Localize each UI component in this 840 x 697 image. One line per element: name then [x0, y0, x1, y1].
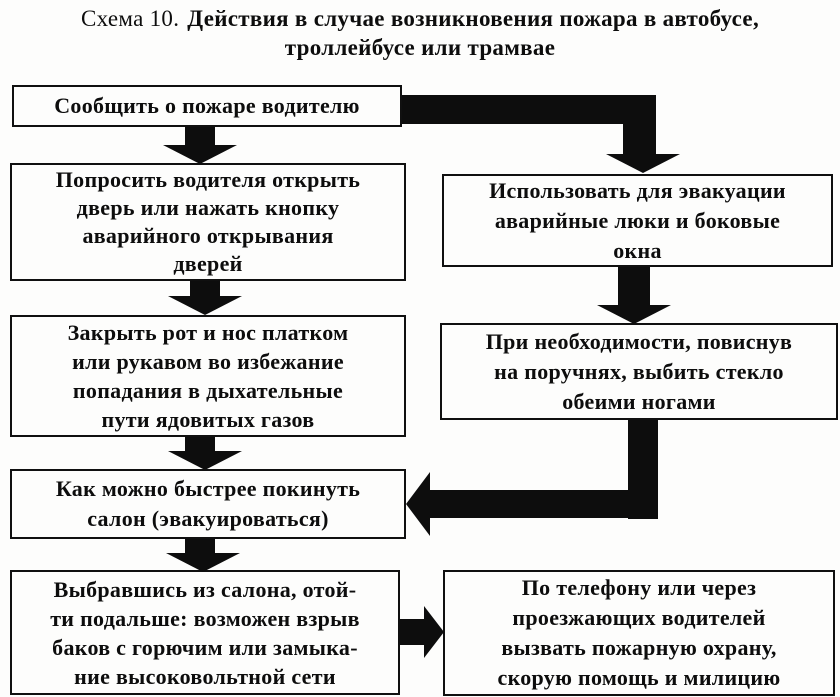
arrow-down-head-icon — [166, 553, 240, 572]
flow-box-ask-driver-label: Попросить водителя открыть дверь или наж… — [55, 167, 361, 276]
arrow-stem — [190, 281, 220, 297]
title-line-1: Схема 10. Действия в случае возникновения… — [81, 6, 759, 31]
flow-box-move-away: Выбравшись из салона, отой- ти подальше:… — [10, 570, 400, 695]
arrow-down-head-icon — [606, 154, 680, 173]
arrow-down-head-icon — [597, 305, 671, 324]
arrow-down-head-icon — [168, 296, 242, 315]
flow-box-report-fire: Сообщить о пожаре водителю — [12, 85, 402, 127]
arrow-left-head-icon — [406, 472, 430, 536]
flow-box-leave-cabin: Как можно быстрее покинуть салон (эвакуи… — [10, 469, 406, 539]
flow-box-move-away-label: Выбравшись из салона, отой- ти подальше:… — [50, 576, 360, 689]
arrow-horizontal-bar — [430, 490, 658, 518]
flow-box-break-glass: При необходимости, повиснув на поручнях,… — [440, 323, 838, 420]
arrow-down-head-icon — [163, 145, 237, 164]
diagram-title: Схема 10. Действия в случае возникновения… — [0, 4, 840, 62]
flow-box-use-hatches: Использовать для эвакуации аварийные люк… — [442, 174, 833, 267]
title-line-2: троллейбусе или трамвае — [284, 35, 556, 60]
flow-box-use-hatches-label: Использовать для эвакуации аварийные люк… — [489, 177, 786, 263]
arrow-stem — [185, 539, 215, 554]
flow-box-call-help-label: По телефону или через проезжающих водите… — [497, 575, 781, 690]
arrow-stem — [185, 127, 215, 145]
flow-box-break-glass-label: При необходимости, повиснув на поручнях,… — [485, 328, 793, 414]
flow-box-cover-mouth-label: Закрыть рот и нос платком или рукавом во… — [67, 320, 349, 432]
flow-box-call-help: По телефону или через проезжающих водите… — [443, 570, 835, 696]
title-scheme-number: Схема 10. — [81, 6, 180, 31]
arrow-stem — [400, 619, 424, 645]
arrow-down-head-icon — [168, 451, 242, 470]
arrow-right-head-icon — [424, 606, 444, 658]
flow-box-cover-mouth: Закрыть рот и нос платком или рукавом во… — [10, 315, 406, 437]
flow-box-ask-driver: Попросить водителя открыть дверь или наж… — [10, 163, 406, 281]
arrow-vertical-stem — [623, 122, 656, 154]
arrow-horizontal-bar — [402, 95, 656, 124]
flow-box-report-fire-label: Сообщить о пожаре водителю — [54, 93, 360, 118]
flow-box-leave-cabin-label: Как можно быстрее покинуть салон (эвакуи… — [55, 476, 361, 531]
arrow-stem — [185, 437, 215, 452]
arrow-stem — [618, 267, 650, 306]
title-main-text: Действия в случае возникновения пожара в… — [187, 6, 759, 31]
